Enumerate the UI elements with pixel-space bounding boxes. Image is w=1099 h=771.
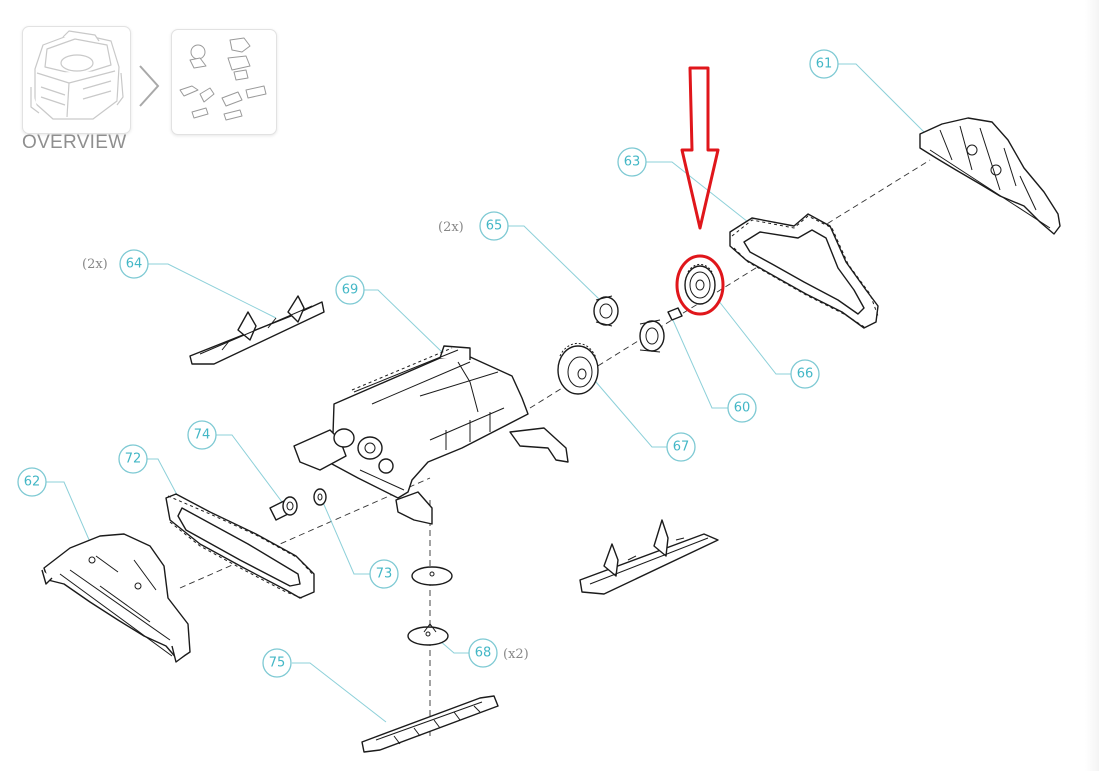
exploded-view-thumbnail[interactable] <box>171 29 277 135</box>
part-62-left-side-panel[interactable] <box>41 533 191 663</box>
overview-thumbnail[interactable] <box>22 26 131 134</box>
quantity-label-68: (x2) <box>503 647 529 662</box>
callout-60[interactable]: 60 <box>727 393 757 423</box>
callout-65[interactable]: 65 <box>479 211 509 241</box>
svg-text:67: 67 <box>673 440 690 455</box>
callout-67[interactable]: 67 <box>666 432 696 462</box>
callout-66[interactable]: 66 <box>790 359 820 389</box>
bearing-second <box>639 319 665 353</box>
page-edge-shadow <box>1085 0 1099 771</box>
callout-75[interactable]: 75 <box>262 648 292 678</box>
svg-text:62: 62 <box>24 475 41 490</box>
overview-label[interactable]: OVERVIEW <box>22 132 127 153</box>
robot-overview-icon <box>30 30 124 120</box>
callout-61[interactable]: 61 <box>809 49 839 79</box>
svg-text:65: 65 <box>486 219 503 234</box>
part-73-washer[interactable] <box>313 488 327 506</box>
svg-text:60: 60 <box>734 401 751 416</box>
lower-right-bracket[interactable] <box>579 519 719 595</box>
part-66-drive-pulley[interactable] <box>684 263 716 305</box>
highlight-circle-icon <box>675 254 725 316</box>
callout-69[interactable]: 69 <box>335 275 365 305</box>
part-64-bracket[interactable] <box>189 295 325 365</box>
svg-text:72: 72 <box>125 452 142 467</box>
callout-74[interactable]: 74 <box>187 420 217 450</box>
svg-text:66: 66 <box>797 367 814 382</box>
svg-text:75: 75 <box>269 656 286 671</box>
callout-73[interactable]: 73 <box>369 559 399 589</box>
quantity-label-64: (2x) <box>82 257 108 272</box>
quantity-label-65: (2x) <box>438 220 464 235</box>
callout-72[interactable]: 72 <box>118 444 148 474</box>
part-63-drive-track-right[interactable] <box>729 213 879 329</box>
exploded-parts-icon <box>179 37 267 121</box>
leader-lines <box>46 63 933 723</box>
part-68-mounting-plate[interactable] <box>407 566 453 646</box>
chevron-right-icon <box>139 65 160 107</box>
assembly-axis-lines <box>179 159 931 740</box>
svg-text:63: 63 <box>624 155 641 170</box>
callout-64[interactable]: 64 <box>119 249 149 279</box>
part-74-idler-hub[interactable] <box>269 496 298 521</box>
svg-text:68: 68 <box>475 646 492 661</box>
part-67-gear[interactable] <box>557 342 599 395</box>
down-arrow-icon <box>680 66 720 230</box>
svg-text:69: 69 <box>342 283 359 298</box>
callout-62[interactable]: 62 <box>17 467 47 497</box>
svg-text:64: 64 <box>126 257 143 272</box>
svg-text:73: 73 <box>376 567 393 582</box>
callout-63[interactable]: 63 <box>617 147 647 177</box>
part-65-bearing[interactable] <box>593 295 619 327</box>
svg-text:61: 61 <box>816 57 833 72</box>
part-69-main-chassis[interactable] <box>293 345 569 525</box>
part-75-bottom-grille[interactable] <box>361 695 499 753</box>
part-60-pin[interactable] <box>667 307 683 321</box>
callout-68[interactable]: 68 <box>468 638 498 668</box>
svg-text:74: 74 <box>194 428 211 443</box>
part-72-drive-track-left[interactable] <box>165 493 315 599</box>
part-61-right-side-panel[interactable] <box>919 117 1061 235</box>
